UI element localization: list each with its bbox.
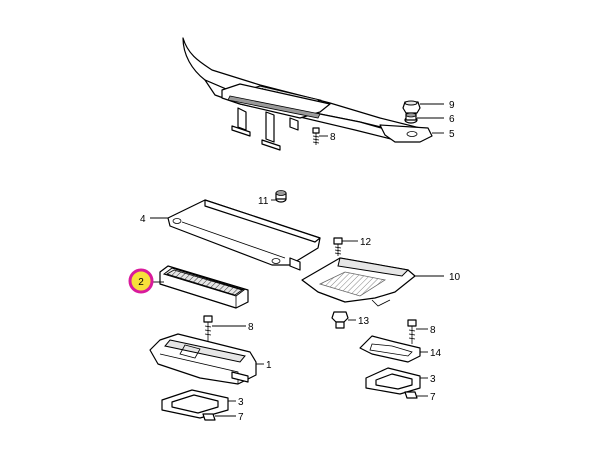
callout-4: 4 — [140, 214, 146, 225]
callout-10: 10 — [449, 272, 461, 283]
bolt-8-left — [203, 315, 213, 342]
callout-3-right: 3 — [430, 374, 436, 385]
clip-7-left — [202, 413, 216, 421]
cover-panel-4 — [167, 199, 321, 271]
bolt-13 — [331, 311, 349, 329]
gasket-3-left — [161, 389, 229, 419]
plug-11 — [275, 190, 287, 203]
callout-5: 5 — [449, 129, 455, 140]
callout-1: 1 — [266, 360, 272, 371]
callout-8-top: 8 — [330, 132, 336, 143]
housing-1 — [149, 333, 257, 385]
bolt-8-right — [407, 319, 417, 344]
callout-8-left: 8 — [248, 322, 254, 333]
cabin-filter-2 — [159, 265, 249, 309]
callout-7-left: 7 — [238, 412, 244, 423]
bolt-12 — [333, 237, 343, 256]
callout-14: 14 — [430, 348, 442, 359]
plate-14 — [359, 335, 421, 363]
callout-6: 6 — [449, 114, 455, 125]
callout-8-right: 8 — [430, 325, 436, 336]
callout-9: 9 — [449, 100, 455, 111]
nut-9 — [402, 100, 421, 114]
callout-12: 12 — [360, 237, 372, 248]
callout-3-left: 3 — [238, 397, 244, 408]
leader-lines — [150, 103, 444, 417]
washer-6 — [404, 112, 418, 124]
callout-7-right: 7 — [430, 392, 436, 403]
clip-7-right — [404, 391, 418, 399]
tray-10 — [301, 257, 416, 307]
bolt-8-top — [312, 127, 320, 145]
gasket-3-right — [365, 367, 421, 395]
callout-13: 13 — [358, 316, 370, 327]
callout-11: 11 — [258, 196, 269, 207]
cowl-panel — [182, 37, 433, 151]
highlight-ring — [128, 268, 154, 294]
callout-2-highlight: 2 — [128, 268, 154, 294]
callout-2: 2 — [138, 277, 144, 288]
